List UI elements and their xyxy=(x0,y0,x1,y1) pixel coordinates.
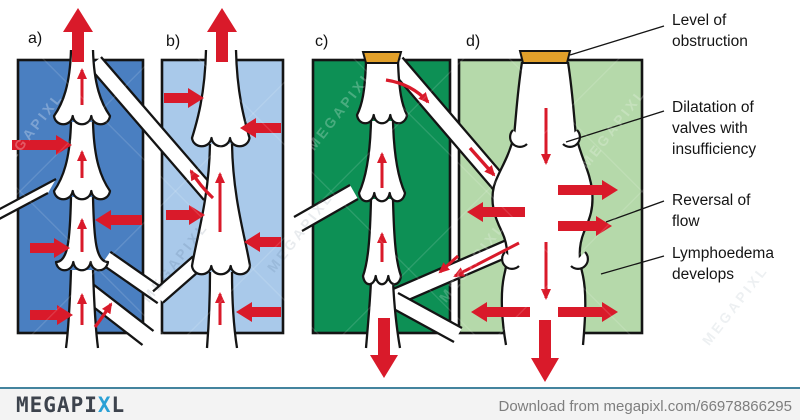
panel-label-c: c) xyxy=(315,33,329,50)
annotation-line: obstruction xyxy=(672,33,748,50)
panel-d-vessel xyxy=(491,61,594,346)
annotation-lymphoedema-develops: Lymphoedema develops xyxy=(672,243,774,285)
reversal-arrow xyxy=(453,241,520,278)
main-flow-down-arrow xyxy=(370,318,398,378)
footer-divider xyxy=(0,387,800,389)
main-flow-up-arrow xyxy=(207,8,237,62)
leader-lines xyxy=(565,25,665,275)
panel-label-d: d) xyxy=(466,33,481,50)
main-flow-up-arrow xyxy=(63,8,93,62)
panel-label-b: b) xyxy=(166,33,181,50)
annotation-line: develops xyxy=(672,266,735,283)
outflow-arrow-left xyxy=(467,202,525,222)
diverted-flow-arrow xyxy=(385,78,430,104)
obstruction-bar-d xyxy=(518,50,572,64)
obstruction-bar-c xyxy=(361,51,403,64)
main-flow-down-arrow xyxy=(531,320,559,382)
inflow-arrow-left xyxy=(240,118,281,138)
outflow-arrow-left xyxy=(471,302,530,322)
insufficient-valve-cusp xyxy=(509,129,528,148)
outflow-arrow-right xyxy=(558,302,618,322)
logo-text: MEGAPI xyxy=(16,393,98,417)
flow-arrows-panel-c xyxy=(370,78,459,378)
leader-line-dilatation xyxy=(565,110,665,143)
inflow-arrow-left xyxy=(244,232,281,252)
obstruction-bars xyxy=(361,50,572,64)
inflow-arrow-right xyxy=(30,305,73,325)
panel-label-a: a) xyxy=(28,30,43,47)
annotation-line: Lymphoedema xyxy=(672,245,774,262)
leader-line-lymphoedema xyxy=(600,255,665,275)
insufficient-valve-cusp xyxy=(570,251,589,270)
reversal-arrow xyxy=(438,254,459,274)
inflow-arrow-right xyxy=(164,88,204,108)
annotation-line: Reversal of xyxy=(672,192,751,209)
flow-arrows-panel-a xyxy=(12,8,142,328)
annotation-level-of-obstruction: Level of obstruction xyxy=(672,10,748,52)
inflow-arrow-left xyxy=(236,302,281,322)
annotation-line: flow xyxy=(672,213,700,230)
annotation-line: Dilatation of xyxy=(672,99,754,116)
curved-flow-arrow xyxy=(93,302,113,328)
insufficient-valve-cusp xyxy=(501,251,520,270)
inflow-arrow-right xyxy=(12,135,72,155)
inflow-arrow-right xyxy=(166,205,205,225)
flow-arrows-panel-d xyxy=(453,108,618,382)
outflow-arrow-right xyxy=(558,216,612,236)
annotation-reversal-of-flow: Reversal of flow xyxy=(672,190,750,232)
annotation-line: insufficiency xyxy=(672,141,757,158)
download-url-text: Download from megapixl.com/66978866295 xyxy=(498,398,792,415)
logo-accent-letter: X xyxy=(97,393,112,417)
insufficient-valve-cusp xyxy=(562,129,581,148)
logo-text: L xyxy=(111,393,126,417)
megapixl-logo: MEGAPIXL xyxy=(16,393,125,417)
inflow-arrow-right xyxy=(30,238,70,258)
flow-arrows-panel-b xyxy=(164,8,281,325)
footer-bar xyxy=(0,389,800,420)
panel-c-vessel xyxy=(355,60,409,349)
annotation-dilatation-of-valves: Dilatation of valves with insufficiency xyxy=(672,97,756,160)
annotation-line: Level of xyxy=(672,12,727,29)
inflow-arrow-left xyxy=(95,210,142,230)
outflow-arrow-right xyxy=(558,180,618,200)
annotation-line: valves with xyxy=(672,120,748,137)
leader-line-obstruction xyxy=(569,25,665,56)
branch-flow-arrow xyxy=(468,146,496,177)
curved-flow-arrow xyxy=(189,169,215,200)
leader-line-reversal xyxy=(605,200,665,223)
